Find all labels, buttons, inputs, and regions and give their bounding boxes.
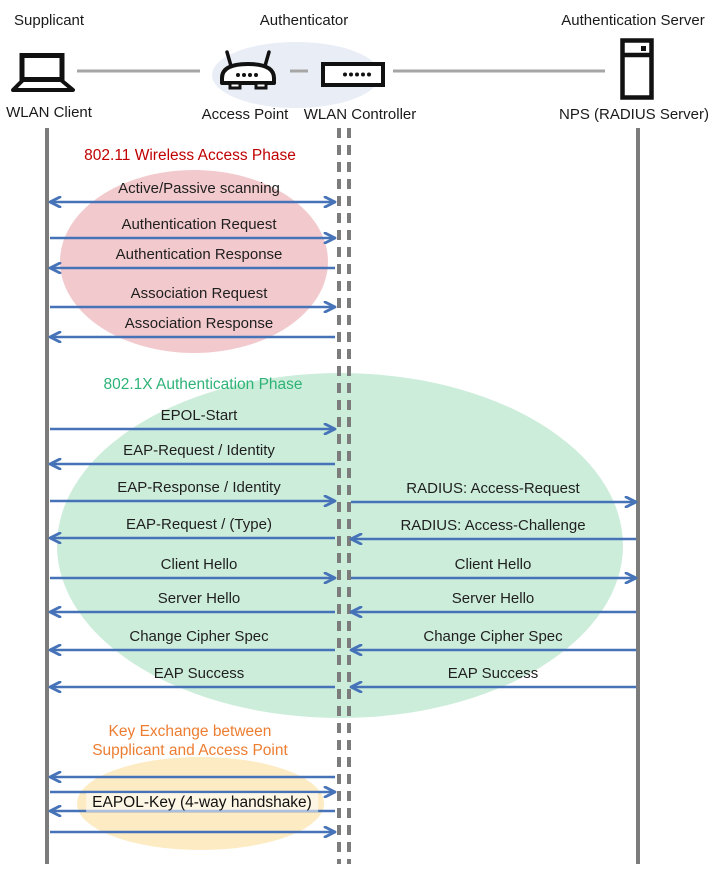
phase-title-wireless-access: 802.11 Wireless Access Phase — [84, 147, 296, 164]
phase-title-key-exchange-line2: Supplicant and Access Point — [92, 742, 288, 759]
message-label: EAP-Request / (Type) — [126, 516, 272, 533]
message-label: Change Cipher Spec — [423, 628, 563, 645]
message-label: Association Request — [130, 285, 268, 302]
message-label: Server Hello — [451, 590, 535, 607]
role-label-authentication-server: Authentication Server — [561, 12, 705, 29]
message-label: EPOL-Start — [160, 407, 238, 424]
device-label-access-point: Access Point — [201, 106, 289, 123]
access-point-icon — [220, 50, 276, 90]
wlan-controller-icon — [321, 62, 385, 87]
laptop-icon — [11, 53, 75, 92]
message-label: EAP Success — [447, 665, 539, 682]
message-label: Active/Passive scanning — [118, 180, 280, 197]
phase-title-dot1x-authentication: 802.1X Authentication Phase — [103, 376, 303, 393]
message-label: Authentication Request — [121, 216, 277, 233]
role-label-authenticator: Authenticator — [259, 12, 349, 29]
message-label: Client Hello — [160, 556, 238, 573]
message-label: Authentication Response — [115, 246, 283, 263]
message-label: RADIUS: Access-Challenge — [400, 517, 586, 534]
message-label: Client Hello — [454, 556, 532, 573]
phase-title-key-exchange-line1: Key Exchange between — [108, 723, 272, 740]
device-label-nps-radius-server: NPS (RADIUS Server) — [558, 106, 710, 123]
message-label: EAP-Request / Identity — [123, 442, 275, 459]
message-label: EAP-Response / Identity — [117, 479, 281, 496]
key-exchange-message-label: EAPOL-Key (4-way handshake) — [86, 793, 318, 812]
role-label-supplicant: Supplicant — [14, 12, 85, 29]
phase-title-key-exchange: Key Exchange between Supplicant and Acce… — [92, 722, 288, 760]
server-icon — [620, 38, 654, 100]
device-label-wlan-controller: WLAN Controller — [303, 106, 417, 123]
message-label: EAP Success — [153, 665, 245, 682]
message-label: RADIUS: Access-Request — [406, 480, 580, 497]
message-label: Change Cipher Spec — [129, 628, 269, 645]
message-label: Server Hello — [157, 590, 241, 607]
message-label: Association Response — [124, 315, 274, 332]
device-label-wlan-client: WLAN Client — [6, 104, 92, 121]
